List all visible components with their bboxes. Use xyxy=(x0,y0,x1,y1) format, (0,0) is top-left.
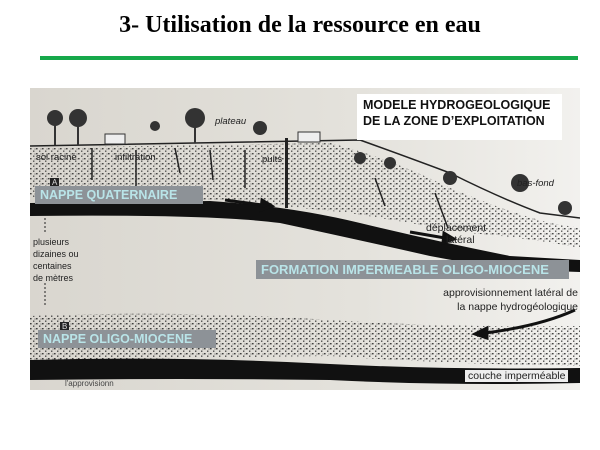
approvisionnement-line: approvisionnement latéral de xyxy=(443,287,578,299)
infiltration-arrows xyxy=(91,147,449,229)
label-couche-impermeable: couche imperméable xyxy=(465,370,569,382)
depth-line: dizaines ou xyxy=(33,249,79,259)
label-nappe-quaternaire: NAPPE QUATERNAIRE xyxy=(35,186,203,204)
label-puits: puits xyxy=(262,154,283,165)
model-title-line1: MODELE HYDROGEOLOGIQUE xyxy=(363,98,551,112)
approvisionnement-line: la nappe hydrogéologique xyxy=(457,301,578,313)
depth-line: de mètres xyxy=(33,273,74,283)
label-formation-impermeable: FORMATION IMPERMEABLE OLIGO-MIOCENE xyxy=(256,260,569,279)
label-lateral: latéral xyxy=(446,234,475,246)
marker-a: A xyxy=(50,178,60,187)
label-approvisionnement: approvisionnement latéral de la nappe hy… xyxy=(443,286,578,314)
upper-impermeable-band xyxy=(30,201,580,272)
title-underline xyxy=(40,56,578,60)
model-title-line2: DE LA ZONE D’EXPLOITATION xyxy=(363,114,545,128)
depth-line: centaines xyxy=(33,261,72,271)
label-infiltration: infiltration xyxy=(115,152,156,163)
well-shaft xyxy=(285,138,288,208)
label-plateau: plateau xyxy=(215,116,247,127)
trees xyxy=(47,108,572,215)
label-depth: plusieurs dizaines ou centaines de mètre… xyxy=(33,236,79,284)
label-bas-fond: bas-fond xyxy=(517,178,554,189)
label-deplacement: déplacement xyxy=(426,222,487,234)
lower-impermeable-band xyxy=(30,358,580,384)
label-sol-racine: sol raciné xyxy=(36,152,77,163)
marker-b: B xyxy=(60,322,70,331)
footer-fragment: l'approvisionn xyxy=(65,379,114,388)
houses xyxy=(104,131,321,145)
slide-title: 3- Utilisation de la ressource en eau xyxy=(119,12,481,38)
hydrogeological-diagram: sol raciné infiltration plateau puits ba… xyxy=(30,88,580,390)
quaternary-aquifer-texture xyxy=(30,143,580,248)
oligo-miocene-aquifer-texture xyxy=(30,313,580,366)
depth-line: plusieurs xyxy=(33,237,70,247)
model-title-box: MODELE HYDROGEOLOGIQUE DE LA ZONE D’EXPL… xyxy=(357,94,562,140)
flow-arrows xyxy=(224,197,576,341)
label-nappe-oligo-miocene: NAPPE OLIGO-MIOCENE xyxy=(38,330,216,348)
